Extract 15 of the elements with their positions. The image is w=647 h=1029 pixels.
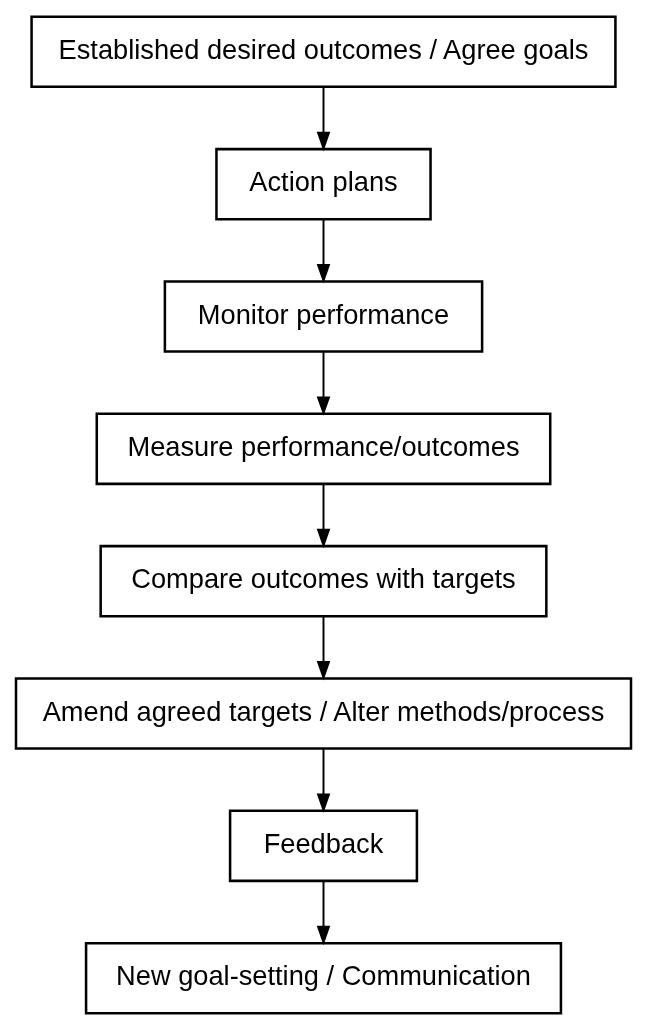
node-box: Monitor performance <box>163 279 484 353</box>
node-box: Feedback <box>228 809 419 882</box>
node-box: Established desired outcomes / Agree goals <box>30 15 617 88</box>
node-box: Measure performance/outcomes <box>95 412 552 485</box>
node-box: Action plans <box>215 147 432 220</box>
node-box: Compare outcomes with targets <box>99 544 548 617</box>
arrow <box>316 747 331 813</box>
arrow <box>316 350 331 416</box>
node-box: Amend agreed targets / Alter methods/process <box>14 676 633 750</box>
node-box: New goal-setting / Communication <box>84 941 563 1014</box>
arrow <box>316 880 331 945</box>
arrow <box>316 615 331 681</box>
arrow <box>316 86 331 151</box>
arrow <box>316 218 331 284</box>
arrow <box>316 483 331 548</box>
